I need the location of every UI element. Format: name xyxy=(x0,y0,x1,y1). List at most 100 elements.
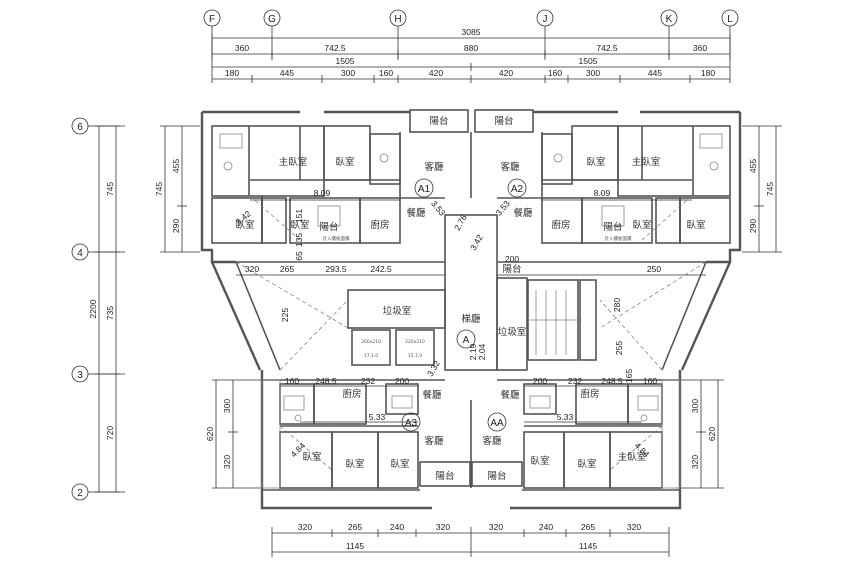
dim-bottom-r2-1: 1145 xyxy=(579,541,598,551)
dim-left-lower-total: 620 xyxy=(205,427,215,441)
unit-label-a: A xyxy=(463,335,470,346)
room-balcony-top-left: 陽台 xyxy=(429,115,448,127)
room-living-aa: 客廳 xyxy=(482,435,502,447)
inner-dim-l0: 160 xyxy=(285,376,299,386)
room-master-a1: 主臥室 xyxy=(279,156,308,168)
inner-dim-u9: 293.5 xyxy=(325,264,347,274)
fixtures xyxy=(219,133,723,422)
dim-left-sub-1: 290 xyxy=(171,219,181,233)
inner-dim-l6: 248.5 xyxy=(601,376,623,386)
inner-dim-u16: 3.53 xyxy=(494,198,512,217)
inner-dim-u13: 225 xyxy=(280,308,290,322)
dim-top-r3-3: 160 xyxy=(379,68,393,78)
dim-top-r3-6: 160 xyxy=(548,68,562,78)
dim-top-r1-1: 742.5 xyxy=(324,43,346,53)
inner-dim-u12: 280 xyxy=(612,298,622,312)
dim-bottom-r1-3: 320 xyxy=(436,522,450,532)
elevator-size-b: 220x210 xyxy=(405,339,425,345)
building-outline xyxy=(200,109,742,510)
dim-top-r3-4: 420 xyxy=(429,68,443,78)
unit-marker-a: A xyxy=(456,329,476,349)
unit-marker-aa: AA xyxy=(487,412,507,432)
top-dimensions: 3085 360 742.5 880 742.5 360 1505 1505 1… xyxy=(211,27,731,83)
inner-dim-u14: 255 xyxy=(614,341,624,355)
grid-label-2: 2 xyxy=(77,488,83,499)
inner-dim-u7: 265 xyxy=(280,264,294,274)
grid-label-6: 6 xyxy=(77,122,83,133)
inner-dim-u8: 250 xyxy=(647,264,661,274)
room-dining-a2: 餐廳 xyxy=(513,207,533,219)
dim-bottom-r2-0: 1145 xyxy=(346,541,365,551)
room-stair-hall: 梯廳 xyxy=(461,313,481,325)
grid-label-3: 3 xyxy=(77,370,83,381)
dim-right-sub-0: 455 xyxy=(748,159,758,173)
inner-dim-l4: 200 xyxy=(533,376,547,386)
grid-label-4: 4 xyxy=(77,248,83,259)
elevator-note-a: 17.1.0 xyxy=(364,353,378,359)
dim-top-r3-0: 180 xyxy=(225,68,239,78)
room-living-a1: 客廳 xyxy=(424,161,444,173)
inner-dims-upper: 8.09 3.53 2.76 151 135 65 320 265 250 29… xyxy=(234,188,706,355)
room-trash-right: 垃圾室 xyxy=(498,326,527,338)
room-dining-aa: 餐廳 xyxy=(500,389,520,401)
inner-dim-l13: 2.04 xyxy=(477,343,487,360)
room-balcony-a2: 陽台 xyxy=(603,221,622,233)
dim-left-sub-0: 455 xyxy=(171,159,181,173)
dim-bottom-r1-0: 320 xyxy=(298,522,312,532)
inner-dim-u0: 8.09 xyxy=(314,188,331,198)
room-balcony-a3: 陽台 xyxy=(435,470,454,482)
inner-dim-l1: 248.5 xyxy=(315,376,337,386)
inner-dim-l9: 5.33 xyxy=(369,412,386,422)
inner-dim-u4: 135 xyxy=(294,233,304,247)
room-bedroom-a3-c: 臥室 xyxy=(390,458,409,470)
grid-label-H: H xyxy=(394,14,401,25)
unit-marker-a2: A2 xyxy=(507,178,527,198)
room-bedroom-aa-c: 臥室 xyxy=(530,455,549,467)
room-master-a2: 主臥室 xyxy=(632,156,661,168)
right-dimensions: 745 455 290 620 300 320 xyxy=(676,125,782,489)
inner-dim-u17: 3.42 xyxy=(468,233,485,253)
bottom-dimensions: 320 265 240 320 320 240 265 320 1145 114… xyxy=(271,522,670,557)
dim-bottom-r1-2: 240 xyxy=(390,522,404,532)
dim-top-r1-0: 360 xyxy=(235,43,249,53)
room-living-a3: 客廳 xyxy=(424,435,444,447)
dim-top-r1-3: 742.5 xyxy=(596,43,618,53)
room-bedroom-aa-b: 臥室 xyxy=(577,458,596,470)
room-bedroom-a1: 臥室 xyxy=(335,156,354,168)
room-balcony-a1: 陽台 xyxy=(319,221,338,233)
dim-right-sub-1: 290 xyxy=(748,219,758,233)
unit-label-a1: A1 xyxy=(418,184,431,195)
inner-dim-u3: 151 xyxy=(294,209,304,223)
dim-left-lower-0: 300 xyxy=(222,399,232,413)
inner-dim-l2: 232 xyxy=(361,376,375,386)
room-balcony-aa: 陽台 xyxy=(487,470,506,482)
dim-top-r2-0: 1505 xyxy=(336,56,355,66)
dim-right-lower-1: 320 xyxy=(690,455,700,469)
room-bedroom-a3-b: 臥室 xyxy=(345,458,364,470)
dim-left-main-2: 720 xyxy=(105,426,115,440)
dim-top-r3-2: 300 xyxy=(341,68,355,78)
dim-left-sub-total: 745 xyxy=(154,182,164,196)
inner-dim-l7: 165 xyxy=(624,369,634,383)
grid-label-G: G xyxy=(268,14,276,25)
inner-dim-l10: 5.33 xyxy=(557,412,574,422)
room-bedroom-a3-a: 臥室 xyxy=(302,451,321,463)
dim-left-overall: 2200 xyxy=(88,299,98,318)
room-dining-a3: 餐廳 xyxy=(422,389,442,401)
unit-marker-a1: A1 xyxy=(414,178,434,198)
room-bedroom-a2-small: 臥室 xyxy=(686,219,705,231)
room-living-a2: 客廳 xyxy=(500,161,520,173)
inner-dim-u6: 320 xyxy=(245,264,259,274)
inner-dim-u15: 8.09 xyxy=(594,188,611,198)
room-bedroom-a2-b: 臥室 xyxy=(632,219,651,231)
left-dimensions: 2200 745 735 720 745 455 290 620 300 320 xyxy=(88,125,262,493)
dim-bottom-r1-4: 320 xyxy=(489,522,503,532)
room-kitchen-aa: 廚房 xyxy=(580,388,599,400)
dim-bottom-r1-7: 320 xyxy=(627,522,641,532)
room-labels: 陽台 陽台 主臥室 臥室 客廳 客廳 臥室 主臥室 臥室 臥室 陽台 廚房 餐廳… xyxy=(235,115,705,482)
inner-dim-u5: 65 xyxy=(294,251,304,261)
dim-top-r2-1: 1505 xyxy=(579,56,598,66)
floor-area-note-right: 計入樓板面積 xyxy=(605,235,632,242)
dim-top-r3-1: 445 xyxy=(280,68,294,78)
